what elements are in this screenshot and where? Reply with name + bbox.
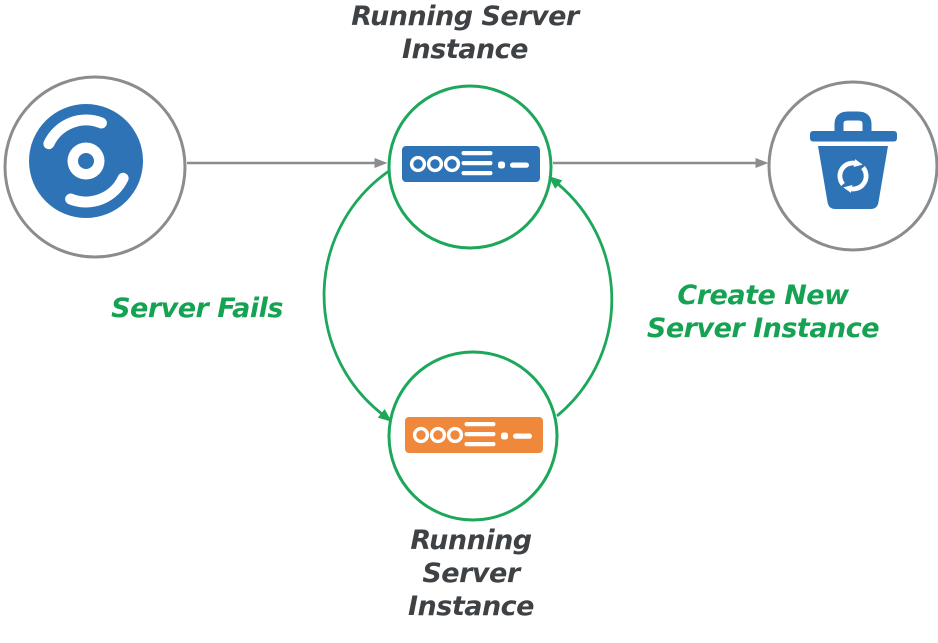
server-icon-failover [405,417,543,453]
label-line: Running [410,525,532,556]
server-icon [402,146,540,182]
edge-create-new-arc [548,175,614,418]
label-line: Instance [407,591,535,622]
label-line: Instance [401,34,529,65]
running-server-label: Running Server Instance [265,0,665,66]
trash-recycle-icon [810,111,897,209]
disc-icon [29,104,143,218]
label-line: Server [422,558,520,589]
label-line: Running Server [351,1,579,32]
label-line: Server Fails [111,293,283,324]
label-line: Server Instance [646,313,880,344]
server-fails-label: Server Fails [97,292,297,325]
replacement-server-label: Running Server Instance [371,524,571,623]
edge-server-fails-arc [322,169,392,422]
create-new-server-label: Create New Server Instance [613,279,913,345]
label-line: Create New [677,280,849,311]
